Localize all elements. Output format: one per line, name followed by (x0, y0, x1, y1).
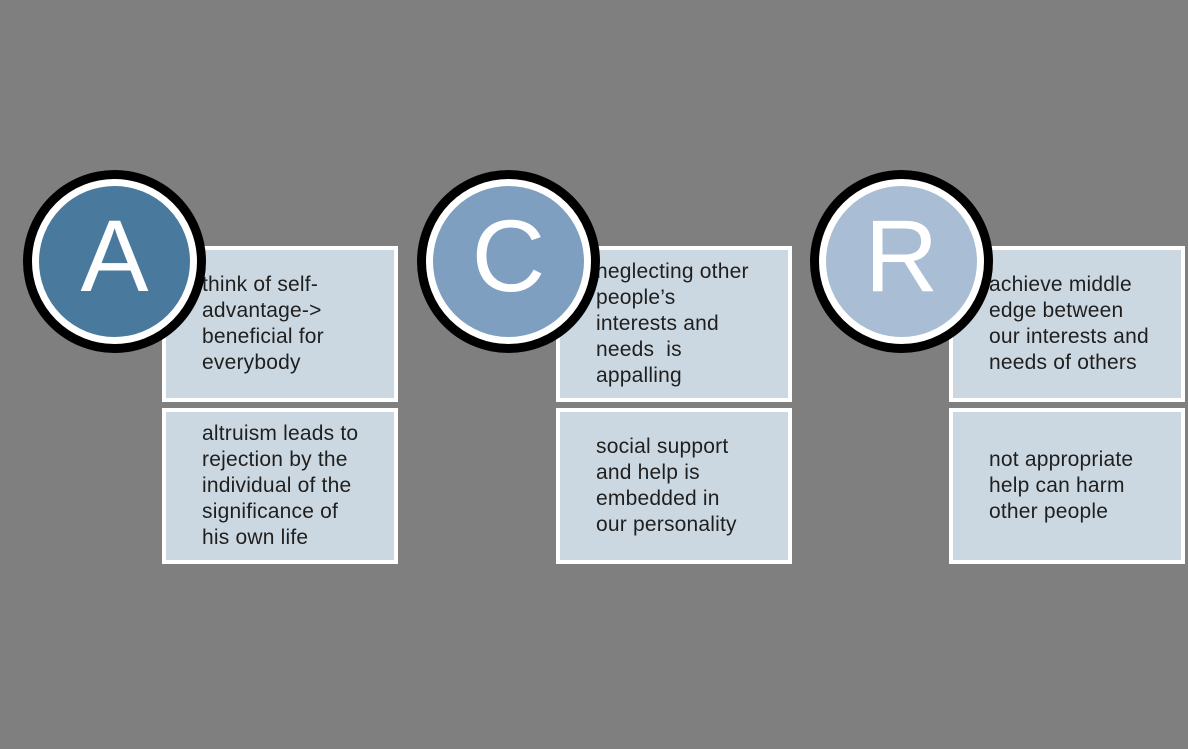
letter-circle: R (819, 179, 984, 344)
column-r: achieve middle edge between our interest… (810, 170, 1188, 572)
letter-circle: A (32, 179, 197, 344)
text-box: think of self- advantage-> beneficial fo… (162, 246, 398, 402)
column-a: think of self- advantage-> beneficial fo… (23, 170, 418, 572)
circle-letter: A (80, 199, 149, 313)
circle-letter: R (864, 199, 939, 313)
text-box-content: altruism leads to rejection by the indiv… (202, 422, 359, 549)
text-box-content: not appropriate help can harm other peop… (989, 448, 1134, 523)
letter-circle: C (426, 179, 591, 344)
text-box-content: social support and help is embedded in o… (596, 435, 737, 536)
text-box-content: achieve middle edge between our interest… (989, 273, 1149, 374)
text-box: not appropriate help can harm other peop… (949, 408, 1185, 564)
column-c: neglecting other people’s interests and … (417, 170, 812, 572)
text-box-content: think of self- advantage-> beneficial fo… (202, 273, 324, 374)
column-r-boxes: achieve middle edge between our interest… (949, 246, 1185, 570)
text-box: social support and help is embedded in o… (556, 408, 792, 564)
text-box-content: neglecting other people’s interests and … (596, 260, 749, 387)
circle-letter: C (471, 199, 546, 313)
column-a-boxes: think of self- advantage-> beneficial fo… (162, 246, 398, 570)
text-box: altruism leads to rejection by the indiv… (162, 408, 398, 564)
